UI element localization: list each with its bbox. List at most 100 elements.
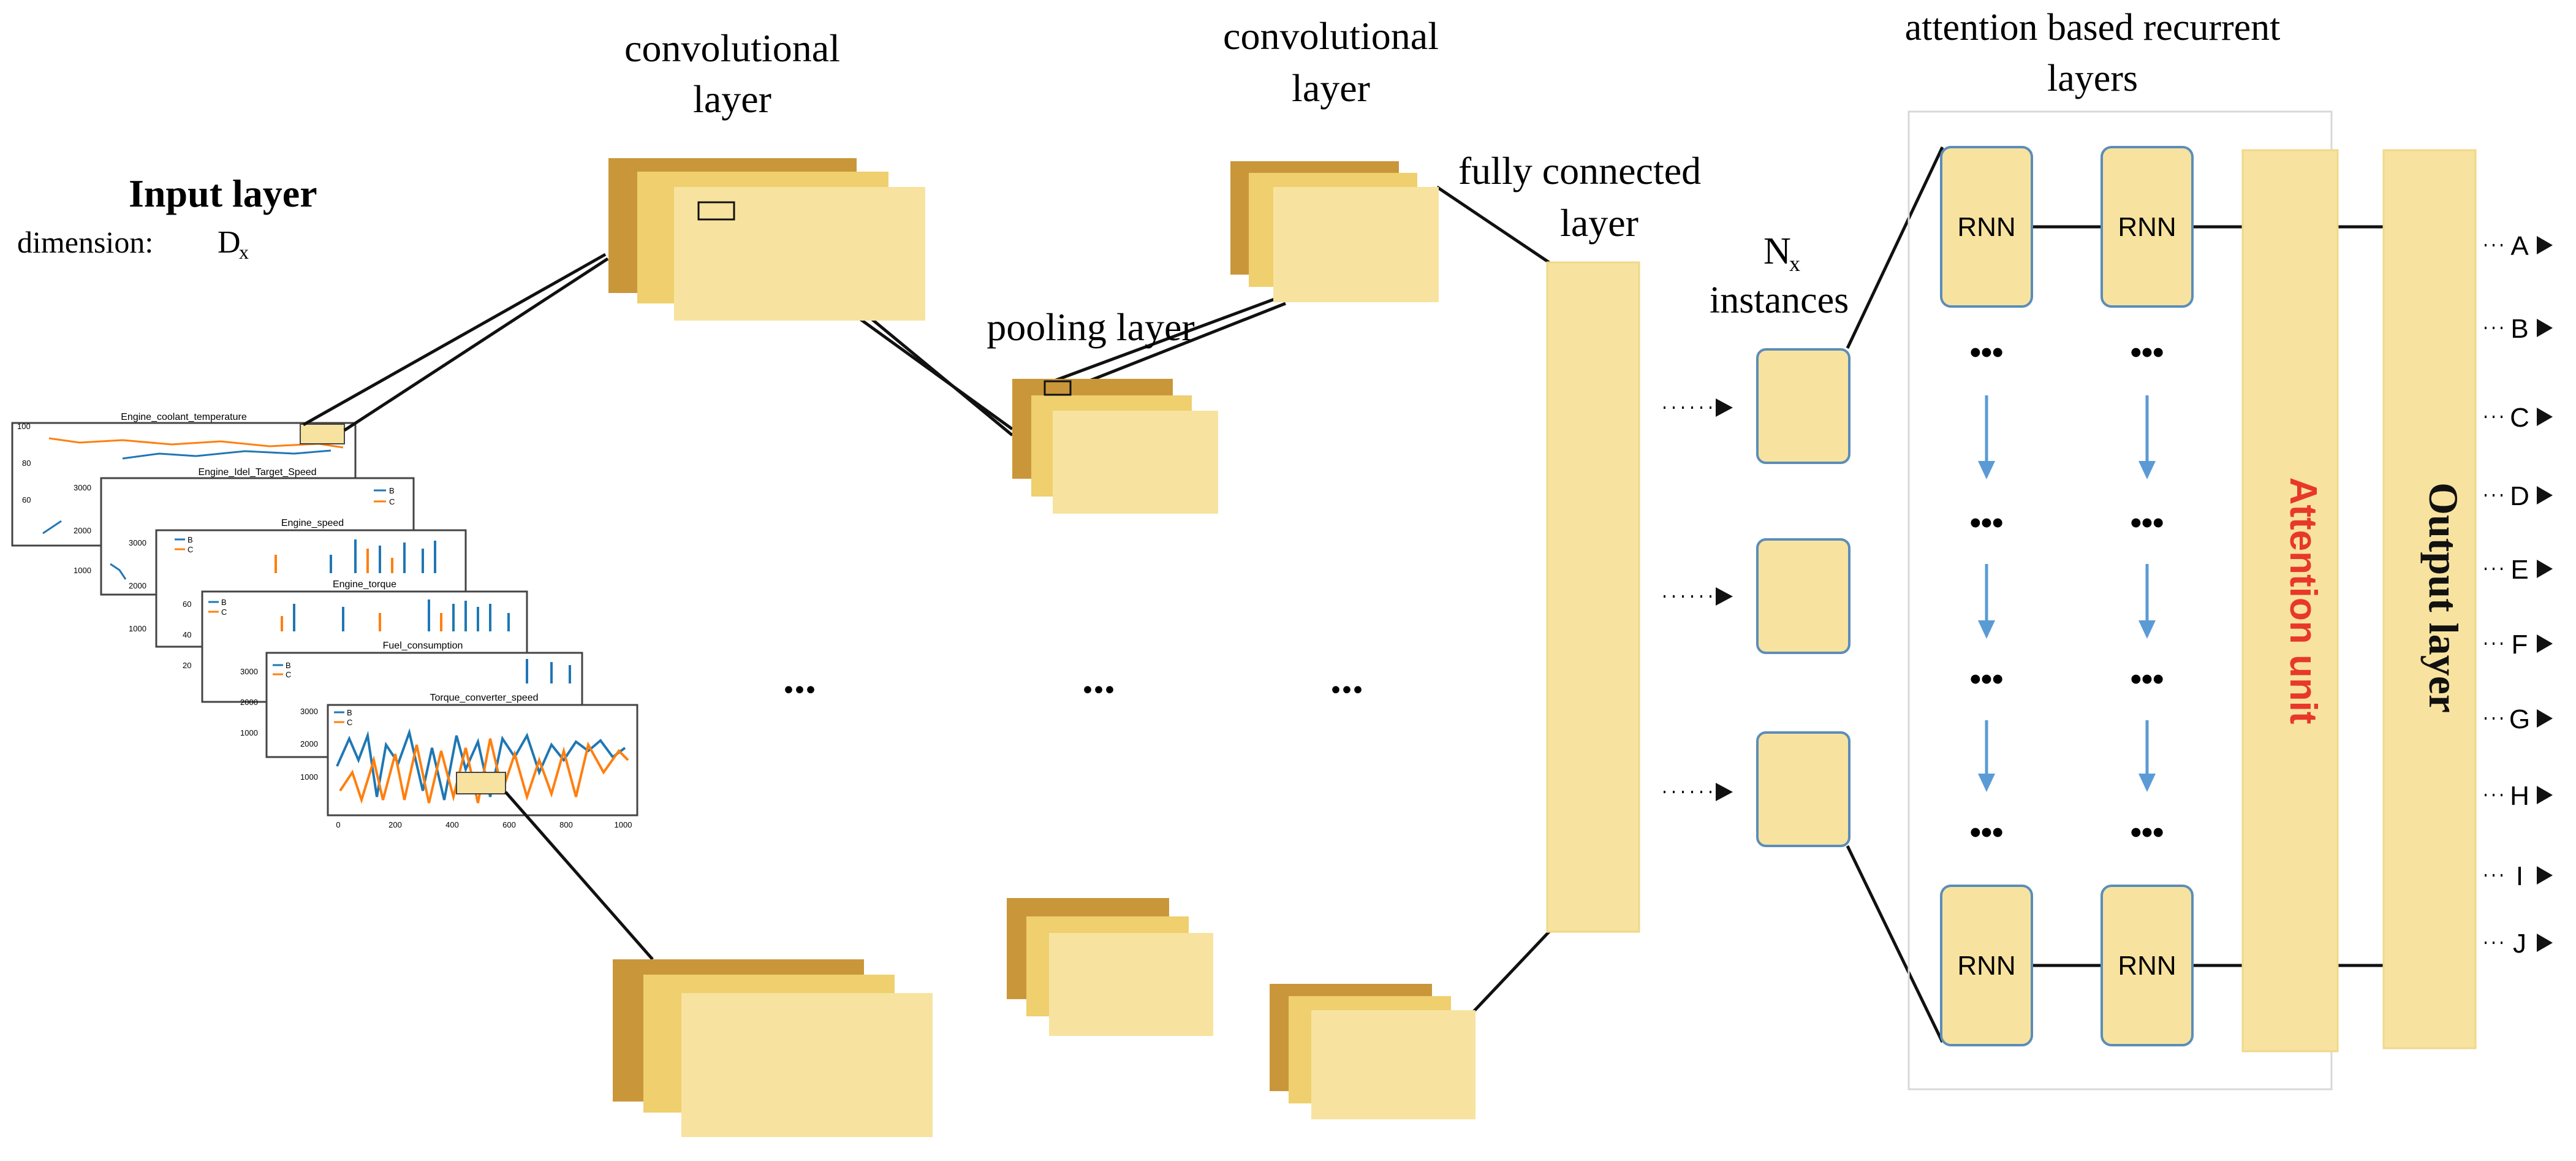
plot-ytick: 2000 (74, 526, 91, 535)
vertical-ellipsis: ••• (1970, 505, 2004, 541)
vertical-ellipsis: ••• (2131, 815, 2164, 850)
plot-ytick: 100 (17, 422, 31, 431)
legend-c: C (188, 545, 193, 554)
instance-box (1756, 538, 1851, 654)
plot-title: Fuel_consumption (383, 641, 463, 651)
rnn-title-line2: layers (2047, 58, 2138, 99)
rnn-down-arrows (1978, 395, 2156, 792)
output-arrow (2537, 709, 2553, 728)
input-plots-stack: Engine_coolant_temperature 100 80 60 Eng… (11, 412, 638, 829)
rnn-label: RNN (2118, 951, 2176, 981)
conv1-label-line1: convolutional (624, 26, 840, 70)
output-arrow (2537, 408, 2553, 426)
rnn-label: RNN (1957, 212, 2015, 242)
input-patch-bottom (456, 772, 506, 794)
plot-title: Engine_coolant_temperature (121, 412, 247, 422)
output-label-h: H (2510, 781, 2529, 811)
instance-arrows (1664, 398, 1733, 801)
rnn-cell: RNN (2101, 885, 2194, 1046)
dimension-symbol: D (218, 225, 241, 260)
output-arrow (2537, 486, 2553, 504)
instances-symbol: N (1763, 230, 1791, 272)
rnn-label: RNN (2118, 212, 2176, 242)
plot-title: Engine_torque (333, 579, 396, 590)
conv1-label-line2: layer (693, 77, 771, 121)
output-label-c: C (2510, 403, 2529, 433)
conv1-bottom-stack (613, 959, 933, 1137)
pooling-ellipsis: ... (1082, 653, 1115, 702)
vertical-ellipsis: ••• (2131, 661, 2164, 697)
plot-xtick: 200 (388, 820, 402, 829)
output-layer-label: Output layer (2420, 482, 2467, 713)
plot-ytick: 80 (22, 459, 31, 468)
vertical-ellipsis: ••• (1970, 815, 2004, 850)
output-arrow (2537, 934, 2553, 952)
input-plot: Torque_converter_speed 3000 2000 1000 0 … (300, 693, 638, 829)
plot-xtick: 0 (336, 820, 340, 829)
plot-ytick: 2000 (240, 698, 258, 707)
output-arrow (2537, 236, 2553, 254)
conv1-ellipsis: ... (783, 653, 816, 702)
legend-b: B (286, 661, 291, 670)
conv2-label-line1: convolutional (1223, 14, 1439, 58)
conv2-ellipsis: ... (1330, 653, 1363, 702)
plot-ytick: 2000 (300, 739, 318, 748)
legend-c: C (347, 718, 352, 727)
output-label-d: D (2510, 481, 2529, 511)
instance-box (1756, 731, 1851, 847)
vertical-ellipsis: ••• (1970, 661, 2004, 697)
vertical-ellipsis: ••• (1970, 335, 2004, 370)
plot-xtick: 1000 (615, 820, 632, 829)
vertical-ellipsis: ••• (2131, 335, 2164, 370)
plot-ytick: 20 (183, 661, 191, 670)
output-label-e: E (2510, 555, 2528, 585)
conv1-top-stack (608, 158, 925, 321)
legend-c: C (221, 607, 227, 617)
dimension-label: dimension: (17, 225, 153, 259)
pooling-patch (1044, 380, 1072, 396)
plot-title: Torque_converter_speed (430, 693, 538, 703)
plot-ytick: 1000 (74, 566, 91, 575)
plot-ytick: 60 (183, 600, 191, 609)
input-layer-title: Input layer (129, 172, 317, 215)
legend-c: C (286, 670, 291, 679)
plot-title: Engine_Idel_Target_Speed (198, 467, 316, 478)
output-arrow (2537, 634, 2553, 653)
fc-label-line2: layer (1560, 201, 1638, 245)
dimension-subscript: x (239, 241, 249, 263)
plot-xtick: 600 (502, 820, 516, 829)
output-arrow (2537, 866, 2553, 885)
pooling-top-stack (1012, 379, 1218, 514)
legend-b: B (389, 486, 395, 495)
conv2-label-line2: layer (1292, 66, 1370, 110)
output-label-a: A (2510, 231, 2529, 261)
output-label-j: J (2513, 929, 2526, 959)
legend-b: B (347, 708, 352, 717)
output-arrow (2537, 319, 2553, 337)
legend-b: B (221, 598, 227, 607)
plot-xtick: 800 (559, 820, 573, 829)
attention-unit-label: Attention unit (2282, 478, 2324, 725)
plot-ytick: 3000 (74, 483, 91, 492)
output-label-g: G (2509, 704, 2530, 734)
rnn-label: RNN (1957, 951, 2015, 981)
input-patch-top (300, 424, 345, 444)
legend-b: B (188, 535, 193, 544)
legend-c: C (389, 497, 395, 506)
vertical-ellipsis: ••• (2131, 505, 2164, 541)
plot-ytick: 40 (183, 630, 191, 639)
conv2-top-stack (1230, 161, 1439, 302)
output-label-f: F (2512, 630, 2528, 660)
attention-unit-block (2241, 149, 2339, 1053)
output-arrow (2537, 786, 2553, 804)
rnn-cell: RNN (2101, 146, 2194, 308)
fc-label-line1: fully connected (1458, 149, 1701, 192)
instance-box (1756, 348, 1851, 464)
plot-ytick: 1000 (240, 728, 258, 737)
conv2-bottom-stack (1270, 984, 1476, 1119)
rnn-cell: RNN (1940, 146, 2033, 308)
instances-subscript: x (1789, 251, 1800, 276)
plot-ytick: 3000 (129, 538, 146, 547)
conv1-patch (697, 201, 735, 221)
